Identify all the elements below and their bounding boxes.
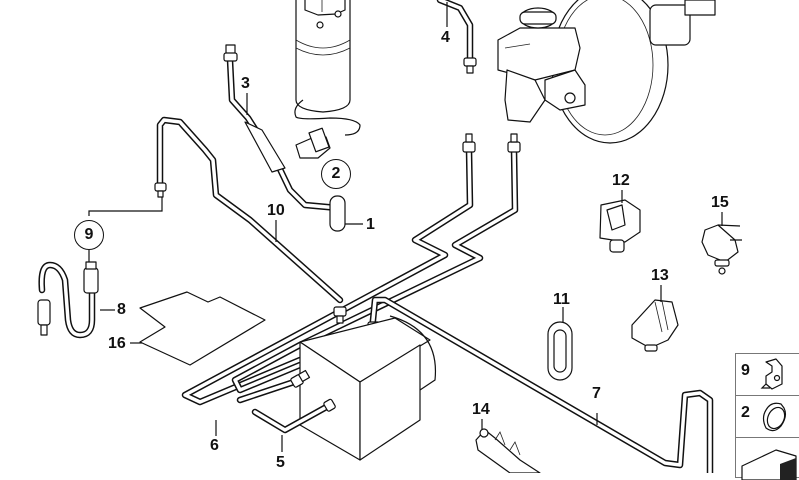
- parts-legend: 9 2: [735, 353, 799, 480]
- callout-3: 3: [241, 75, 250, 92]
- legend-item-2: 2: [736, 396, 799, 438]
- callout-11: 11: [553, 291, 570, 308]
- brake-booster-master-cylinder: [497, 0, 716, 144]
- callout-13: 13: [651, 267, 669, 284]
- clip-15: [701, 224, 742, 275]
- grommet-11: [547, 321, 573, 381]
- circled-callout-9: 9: [74, 220, 104, 250]
- callout-8: 8: [117, 301, 126, 318]
- pressure-accumulator: [294, 0, 361, 159]
- callout-6: 6: [210, 437, 219, 454]
- pipe-5: [251, 398, 336, 434]
- hose-clamp-icon: [762, 402, 787, 432]
- pipe-10: [154, 116, 344, 304]
- callout-7: 7: [592, 385, 601, 402]
- insulation-pad-16: [139, 291, 266, 366]
- pipe-4: [436, 0, 477, 74]
- callout-12: 12: [612, 172, 630, 189]
- hydraulic-unit: [299, 315, 437, 461]
- pipe-3: [223, 44, 346, 232]
- clip-strip-14: [475, 428, 541, 473]
- callout-1: 1: [366, 216, 375, 233]
- callout-10: 10: [267, 202, 285, 219]
- circled-callout-2: 2: [321, 159, 351, 189]
- callout-5: 5: [276, 454, 285, 471]
- pipe-6: [236, 369, 311, 404]
- callout-14: 14: [472, 401, 490, 418]
- legend-label-2: 2: [741, 404, 750, 421]
- clip-12: [599, 199, 641, 253]
- legend-item-9: 9: [736, 354, 799, 396]
- legend-label-9: 9: [741, 362, 750, 379]
- tool-wedge-icon: [741, 449, 797, 480]
- clip-13: [631, 299, 679, 352]
- bracket-clip-icon: [760, 358, 783, 390]
- brake-hose-8: [37, 261, 99, 339]
- leader-lines: [88, 2, 723, 452]
- legend-item-3: [736, 438, 799, 480]
- callout-15: 15: [711, 194, 729, 211]
- callout-4: 4: [441, 29, 450, 46]
- callout-16: 16: [108, 335, 126, 352]
